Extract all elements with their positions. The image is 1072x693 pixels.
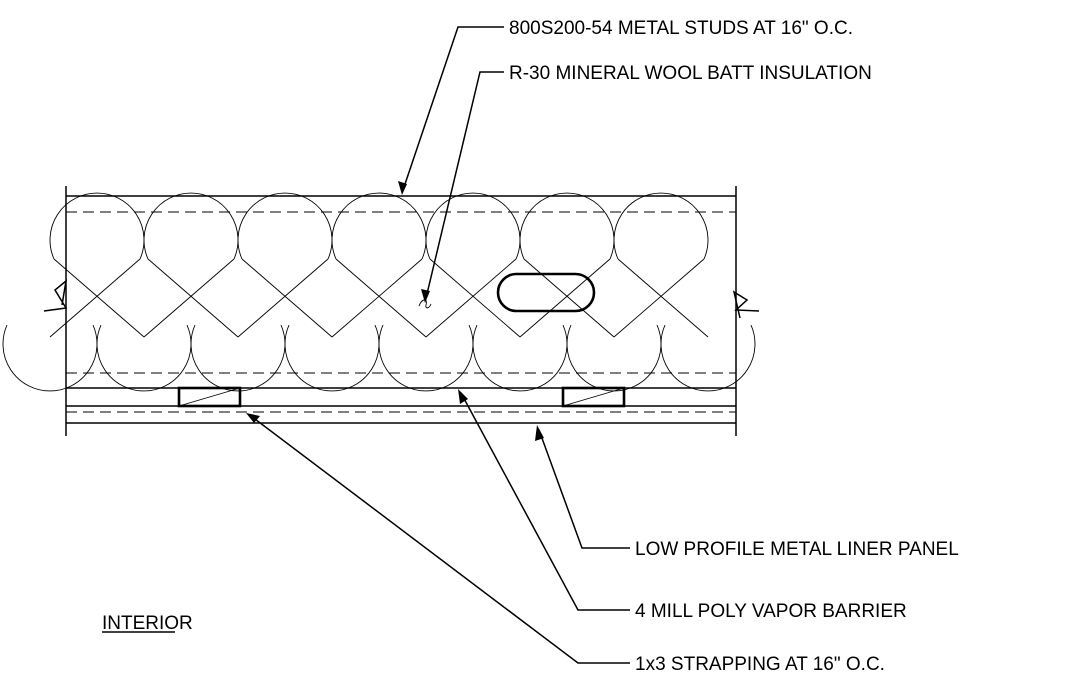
- insulation-arrowhead: [421, 289, 430, 303]
- strapping-leader: [250, 415, 630, 664]
- insulation-tag-mark: [418, 299, 432, 309]
- leaders: [102, 26, 630, 664]
- insulation-label: R-30 MINERAL WOOL BATT INSULATION: [509, 63, 872, 84]
- stud-knockout: [496, 272, 596, 313]
- liner-panel-leader: [538, 429, 630, 549]
- insulation-leader: [425, 71, 504, 299]
- left-break-line-icon: [43, 279, 68, 312]
- vapor-barrier-arrowhead: [458, 389, 468, 404]
- liner-panel-arrowhead: [535, 425, 544, 441]
- right-break-line-icon: [732, 290, 760, 319]
- strapping-label: 1x3 STRAPPING AT 16" O.C.: [635, 654, 885, 675]
- metal-studs-arrowhead: [398, 181, 407, 195]
- wall-assembly: [2, 186, 760, 436]
- metal-studs-leader: [402, 26, 504, 191]
- interior-label: INTERIOR: [102, 613, 193, 634]
- vapor-barrier-leader: [460, 392, 630, 611]
- batt-insulation: [2, 192, 756, 392]
- strapping-arrowhead: [246, 413, 260, 423]
- metal-studs-label: 800S200-54 METAL STUDS AT 16" O.C.: [509, 18, 853, 39]
- liner-panel-label: LOW PROFILE METAL LINER PANEL: [635, 539, 959, 560]
- strapping-member-right: [561, 386, 626, 408]
- strapping-member-left: [177, 386, 242, 408]
- vapor-barrier-label: 4 MILL POLY VAPOR BARRIER: [635, 601, 907, 622]
